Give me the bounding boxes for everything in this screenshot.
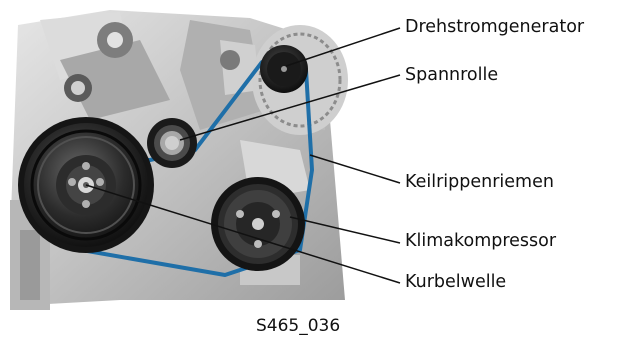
label-keilrippenriemen: Keilrippenriemen (405, 174, 554, 192)
tensioner-pulley (147, 118, 197, 168)
compressor-pulley (211, 177, 305, 271)
generator-pulley (260, 45, 308, 93)
figure-caption: S465_036 (256, 318, 340, 335)
label-spannrolle: Spannrolle (405, 67, 498, 85)
label-klimakompressor: Klimakompressor (405, 233, 556, 251)
label-kurbelwelle: Kurbelwelle (405, 274, 506, 292)
label-drehstromgenerator: Drehstromgenerator (405, 19, 584, 37)
